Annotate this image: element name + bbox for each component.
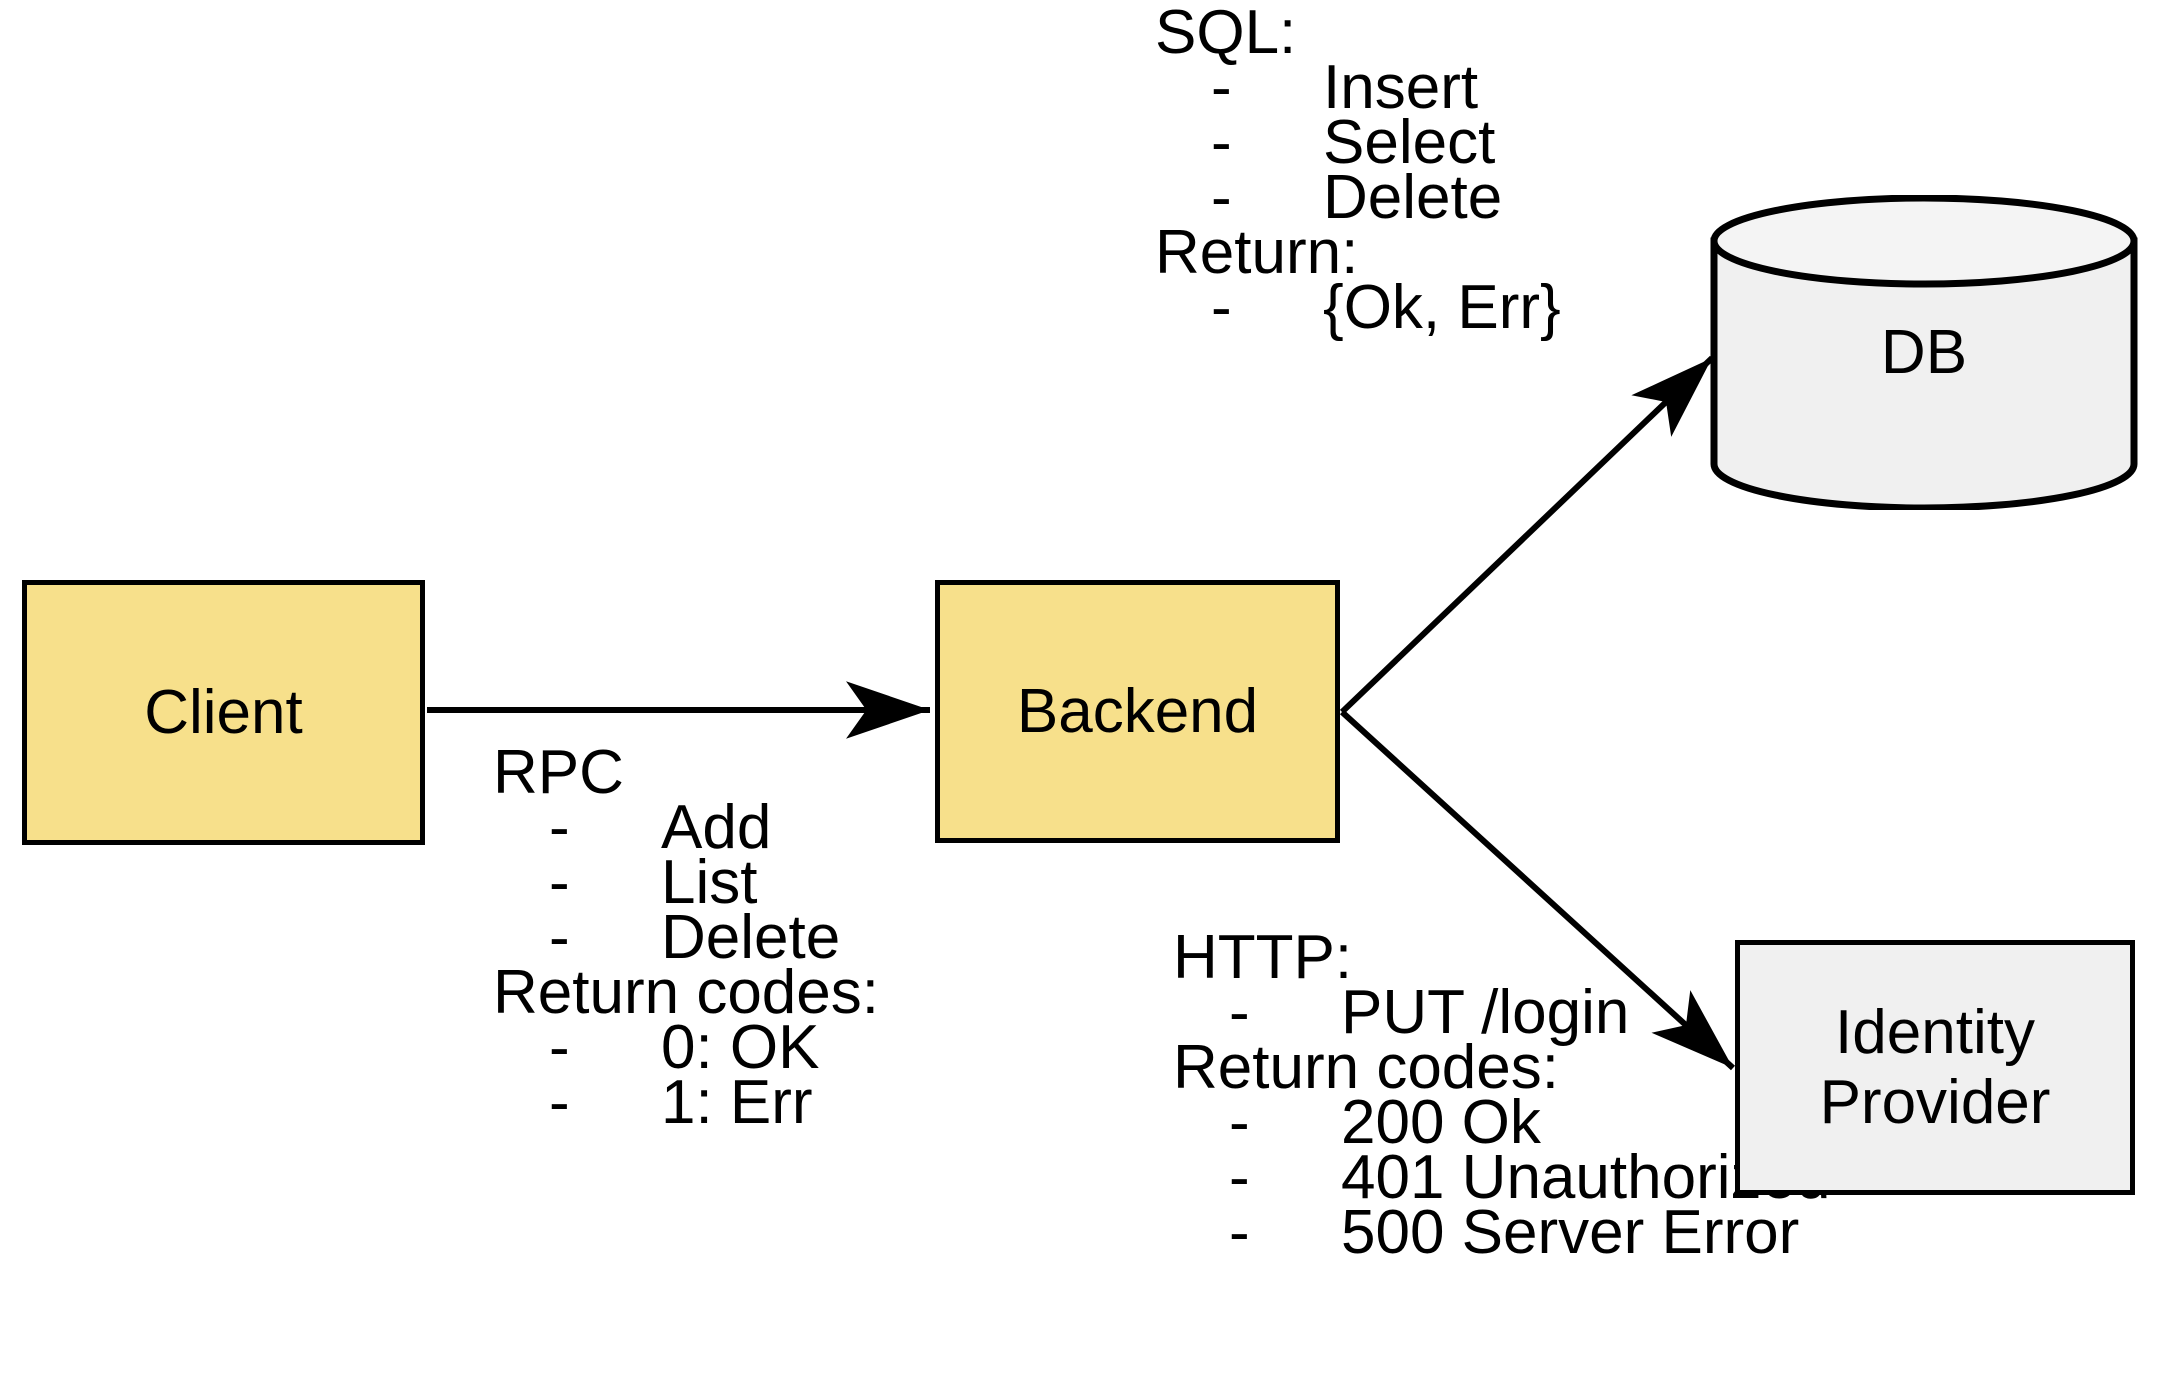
annotation-sql-subheading: Return: (1155, 218, 1359, 287)
bullet-dash-icon: - (1211, 163, 1232, 232)
annotation-http: HTTP: - PUT /login Return codes: - 200 O… (1173, 923, 1831, 1267)
node-backend[interactable]: Backend (935, 580, 1340, 843)
bullet-dash-icon: - (1211, 108, 1232, 177)
annotation-rpc-heading: RPC (493, 738, 624, 807)
node-identity-provider[interactable]: Identity Provider (1735, 940, 2135, 1195)
node-db[interactable]: DB (1710, 195, 2138, 510)
annotation-sql-heading: SQL: (1155, 0, 1297, 67)
annotation-sql-item: - Select (1211, 108, 1496, 177)
bullet-dash-icon: - (549, 848, 570, 917)
annotation-http-sub-item: - 500 Server Error (1229, 1198, 1800, 1267)
annotation-rpc-sub-item: - 0: OK (549, 1013, 820, 1082)
node-backend-label: Backend (1016, 676, 1259, 746)
annotation-sql-sub-item: - {Ok, Err} (1211, 273, 1561, 342)
annotation-rpc-sub-item: - 1: Err (549, 1068, 813, 1137)
annotation-http-sub-item: - 200 Ok (1229, 1088, 1541, 1157)
annotation-rpc-item: - Delete (549, 903, 841, 972)
annotation-http-sub-item: - 401 Unauthorized (1229, 1143, 1831, 1212)
node-db-label: DB (1880, 317, 1968, 387)
bullet-dash-icon: - (549, 903, 570, 972)
bullet-dash-icon: - (1211, 53, 1232, 122)
annotation-http-heading: HTTP: (1173, 923, 1353, 992)
bullet-dash-icon: - (549, 793, 570, 862)
bullet-dash-icon: - (549, 1068, 570, 1137)
annotation-sql-item: - Insert (1211, 53, 1479, 122)
annotation-sql: SQL: - Insert - Select - Delete Return: … (1155, 0, 1561, 342)
node-client[interactable]: Client (22, 580, 425, 845)
annotation-rpc-item: - Add (549, 793, 772, 862)
bullet-dash-icon: - (1211, 273, 1232, 342)
bullet-dash-icon: - (549, 1013, 570, 1082)
annotation-rpc-subheading: Return codes: (493, 958, 879, 1027)
edge-backend-to-db (1339, 355, 1715, 715)
node-client-label: Client (144, 677, 303, 747)
bullet-dash-icon: - (1229, 1088, 1250, 1157)
bullet-dash-icon: - (1229, 978, 1250, 1047)
annotation-rpc-item: - List (549, 848, 758, 917)
annotation-http-item: - PUT /login (1229, 978, 1630, 1047)
database-cylinder-icon (1710, 195, 2138, 510)
node-identity-provider-label: Identity Provider (1819, 998, 2051, 1137)
annotation-sql-item: - Delete (1211, 163, 1503, 232)
bullet-dash-icon: - (1229, 1198, 1250, 1267)
bullet-dash-icon: - (1229, 1143, 1250, 1212)
annotation-rpc: RPC - Add - List - Delete Return codes: … (493, 738, 879, 1137)
